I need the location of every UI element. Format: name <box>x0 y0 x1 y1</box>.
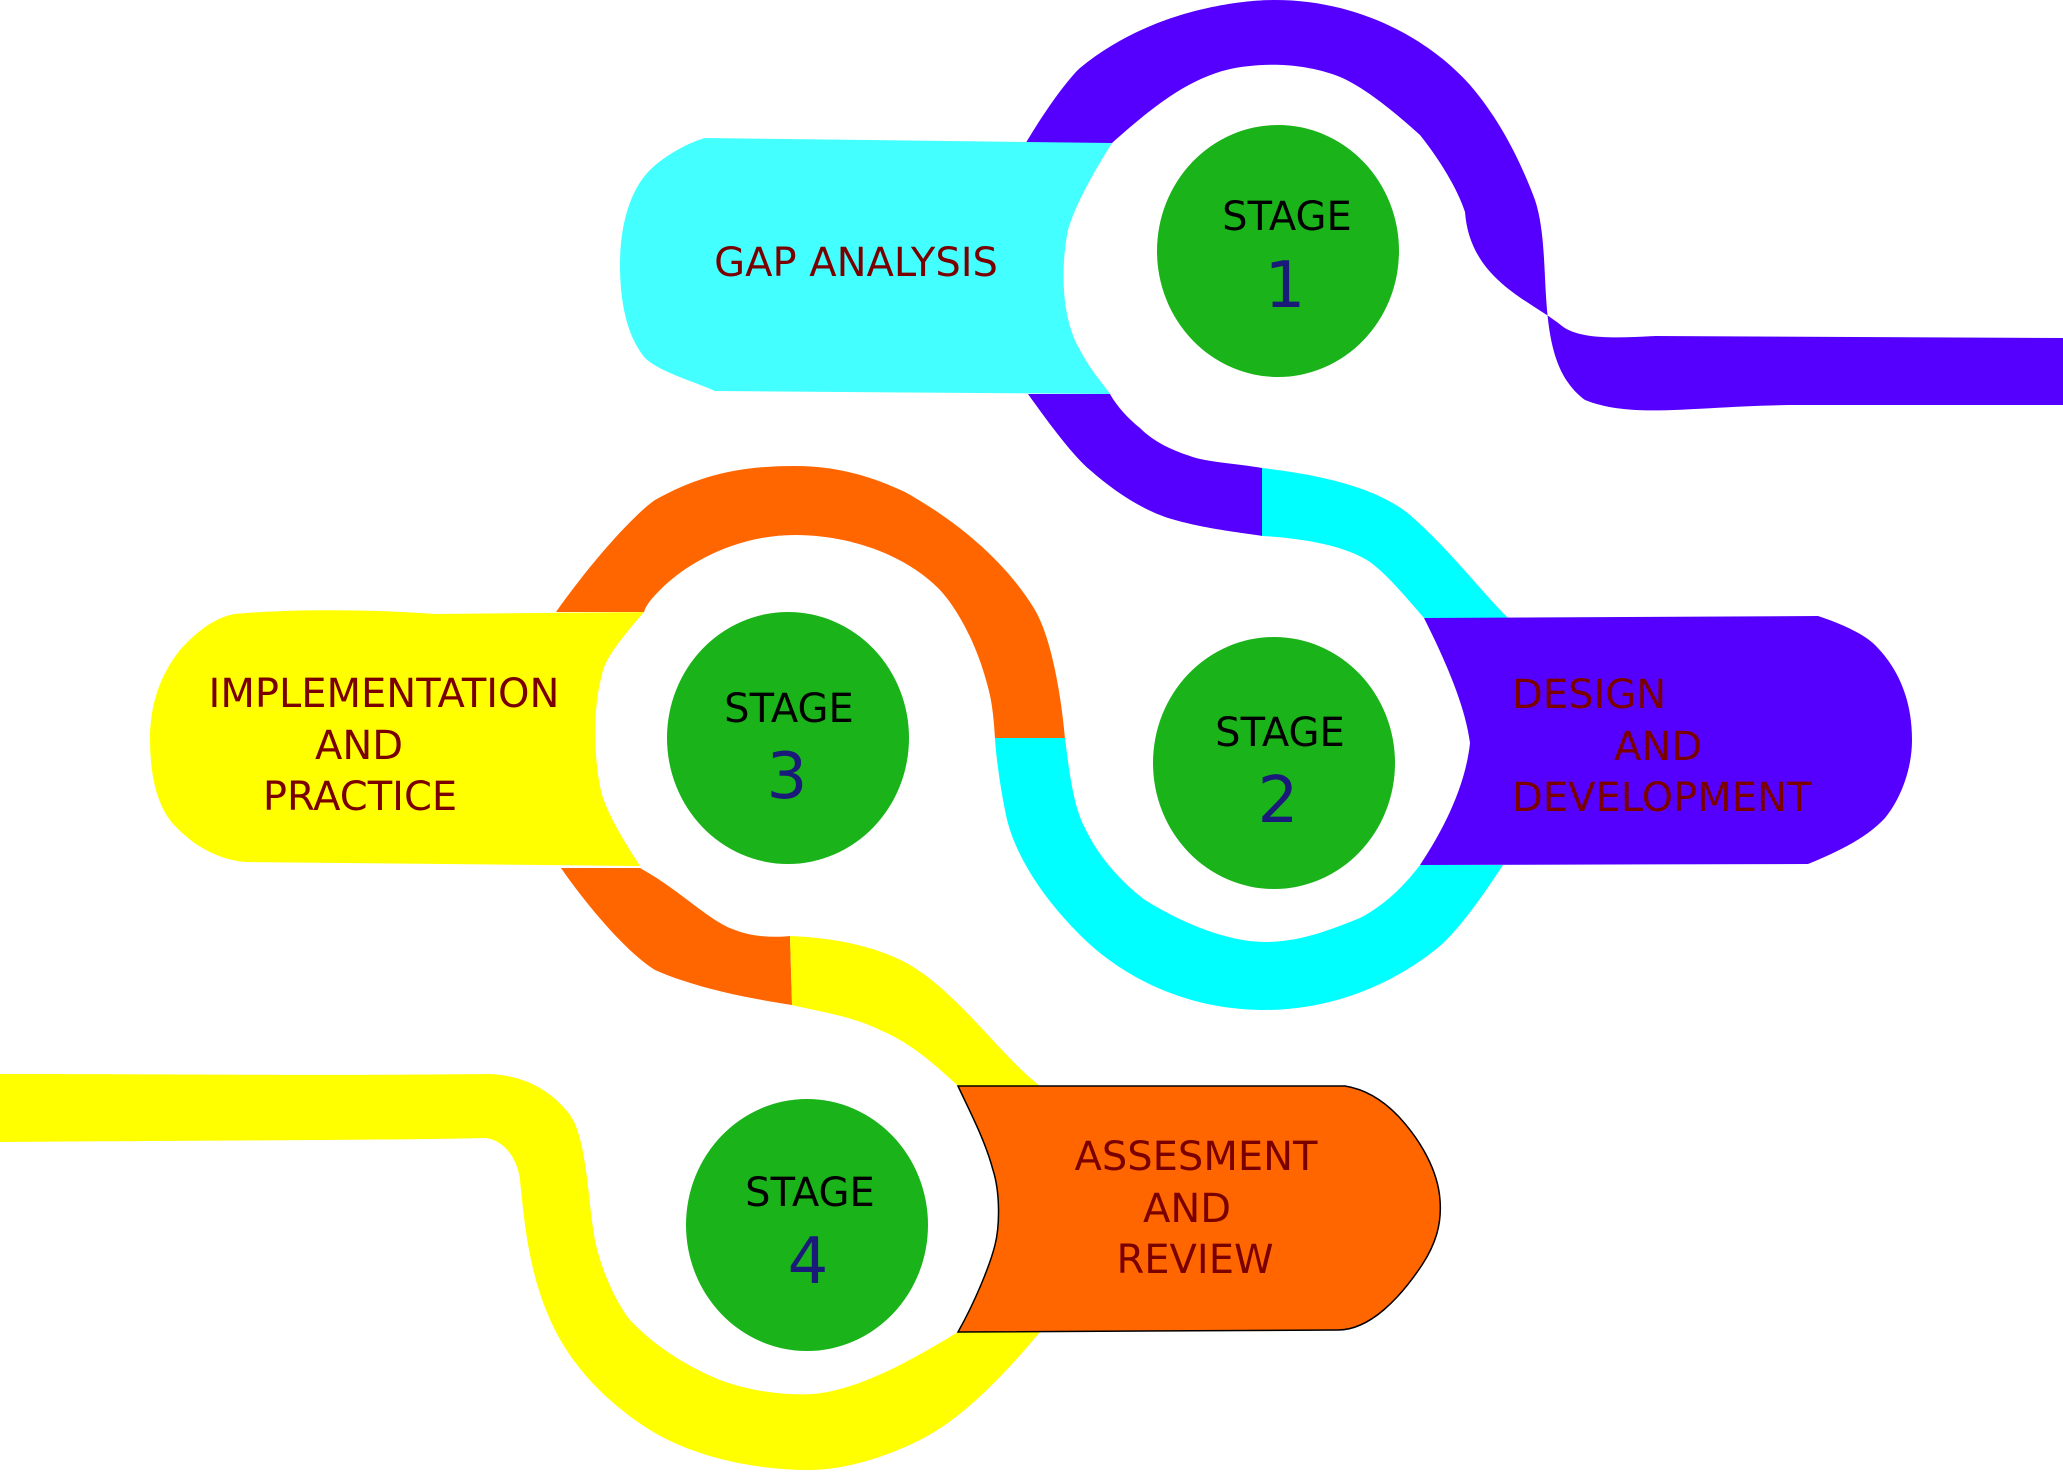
stage-3-label-line-3: PRACTICE <box>263 774 457 820</box>
stage-1-arc-band <box>1024 0 2063 411</box>
stage-3-connector-band <box>561 868 792 1005</box>
stage-4-circle <box>686 1099 928 1351</box>
stage-3-label-line-2: AND <box>315 723 403 769</box>
stage-1-word: STAGE <box>1222 194 1352 240</box>
stage-1-number: 1 <box>1265 249 1306 323</box>
stage-2-label-line-1: DESIGN <box>1512 672 1666 718</box>
stage-4-word: STAGE <box>745 1170 875 1216</box>
stage-2-number: 2 <box>1258 764 1299 838</box>
stage-2-word: STAGE <box>1215 710 1345 756</box>
stage-4-label-line-3: REVIEW <box>1116 1237 1273 1283</box>
stage-4-label-line-1: ASSESMENT <box>1075 1134 1319 1180</box>
stage-2-label-box <box>1420 616 1912 865</box>
stage-4-arc-band <box>790 936 1040 1086</box>
stage-3-arc-band <box>556 466 1065 738</box>
stage-2-arc-band <box>1262 468 1508 618</box>
stage-3-circle <box>667 612 909 864</box>
stage-4-loop-band <box>0 1074 1040 1470</box>
stage-4-label-line-2: AND <box>1143 1186 1231 1232</box>
stage-2-loop-band <box>995 738 1503 1010</box>
stage-3-number: 3 <box>767 740 808 814</box>
stage-3-word: STAGE <box>724 686 854 732</box>
stage-4-number: 4 <box>788 1225 829 1299</box>
stage-2-label-line-3: DEVELOPMENT <box>1512 775 1812 821</box>
stage-3-label-box <box>150 610 644 866</box>
stage-2-circle <box>1153 637 1395 889</box>
stage-2-label-line-2: AND <box>1614 724 1702 770</box>
stage-1-label-box <box>620 138 1112 394</box>
stage-1-connector-band <box>1028 394 1262 536</box>
stage-3-label-line-1: IMPLEMENTATION <box>209 671 560 717</box>
stage-1-circle <box>1157 125 1399 377</box>
stage-4-label-box <box>956 1085 1442 1333</box>
stage-1-label-line-1: GAP ANALYSIS <box>714 240 998 286</box>
